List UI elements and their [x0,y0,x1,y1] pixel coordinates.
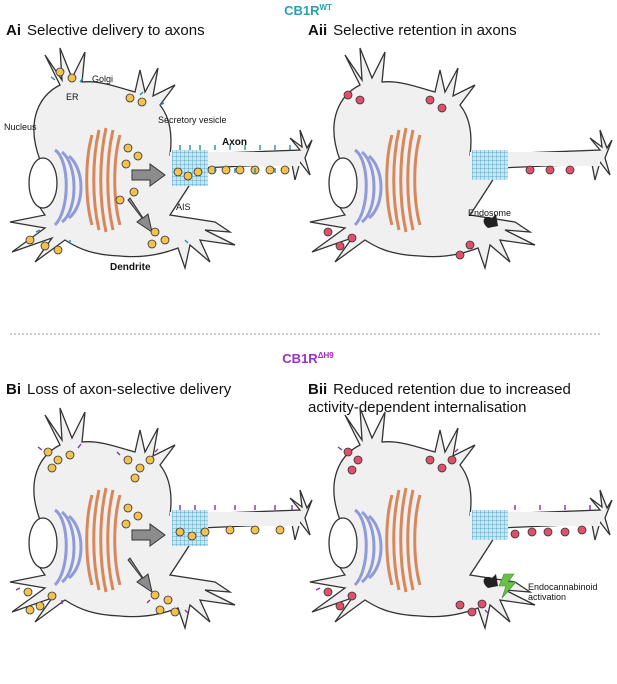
label-golgi: Golgi [92,74,113,84]
ais-mesh [472,510,508,540]
axon-delivery-arrow [131,523,166,547]
label-nucleus: Nucleus [4,122,37,132]
golgi [385,487,422,593]
label-axon: Axon [222,137,247,148]
er [353,148,383,227]
label-endocannabinoid-line1: Endocannabinoid [528,582,598,592]
ais-mesh [472,150,508,180]
neuron-bii [309,407,613,631]
neuron-bi [9,407,313,631]
er [353,508,383,587]
panel-bii-title-line2: activity-dependent internalisation [308,399,526,416]
heading-cb1r-wt: CB1RWT [284,3,332,18]
label-endocannabinoid-line2: activation [528,592,566,602]
label-secretory-vesicle: Secretory vesicle [158,115,227,125]
secretory-vesicles [23,447,285,617]
secretory-vesicles [25,67,290,255]
receptors-wt [35,76,291,244]
nucleus [28,517,58,569]
svg-text:CB1RWT: CB1RWT [284,3,332,18]
ais-mesh [172,510,208,546]
nucleus [28,157,58,209]
er [53,148,83,227]
nucleus [328,157,358,209]
receptors-dh9 [15,443,293,614]
lightning-icon [498,573,517,599]
er [53,508,83,587]
golgi [385,127,422,233]
endosome-arrow [483,214,498,228]
nucleus [328,517,358,569]
label-ais: AIS [176,202,191,212]
label-dendrite: Dendrite [110,262,151,273]
retained-vesicles [323,447,587,617]
heading-cb1r-dh9: CB1RΔH9 [282,351,334,366]
endosome-arrow [483,574,498,588]
svg-text:CB1RΔH9: CB1RΔH9 [282,351,334,366]
neuron-ai [9,47,313,271]
label-er: ER [66,92,79,102]
neuron-aii [309,47,613,271]
label-endosome: Endosome [468,208,511,218]
dendrite-delivery-arrow [127,197,153,234]
receptors-dh9 [315,446,591,614]
axon-delivery-arrow [131,163,166,187]
dendrite-delivery-arrow [127,557,153,594]
golgi [85,127,122,233]
retained-vesicles [323,90,575,260]
golgi [85,487,122,593]
